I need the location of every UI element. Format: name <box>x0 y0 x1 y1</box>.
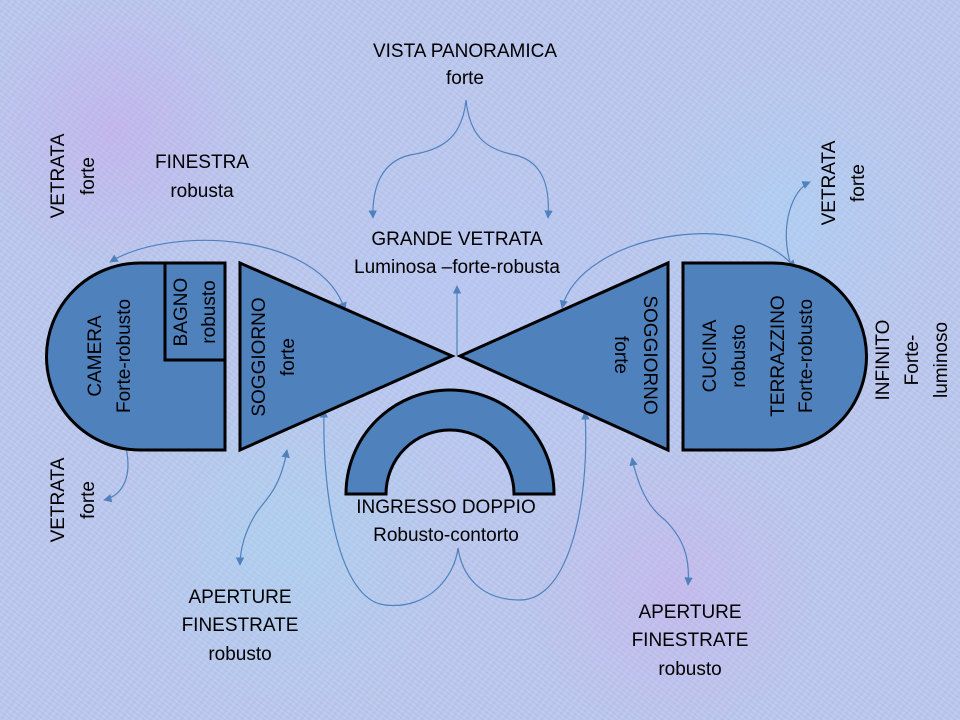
infinito-sub-2: luminoso <box>931 322 952 398</box>
infinito-title: INFINITO <box>873 320 894 401</box>
aperture-right-line-2: FINESTRATE <box>632 630 749 651</box>
connector-vista-right <box>465 99 553 219</box>
connector-vista-left <box>368 99 467 219</box>
terrazzino-title: TERRAZZINO <box>768 295 789 416</box>
aperture-right-line-3: robusto <box>658 659 721 680</box>
connector-vetrata-right-arc <box>559 233 796 309</box>
connector-vetrata-left-down <box>103 447 129 503</box>
vetrata-left-top-title: VETRATA <box>48 133 69 218</box>
aperture-left-line-3: robusto <box>208 644 271 665</box>
vista-panoramica-title: VISTA PANORAMICA <box>373 41 557 62</box>
vetrata-right-title: VETRATA <box>819 140 840 225</box>
cucina-title: CUCINA <box>700 319 721 392</box>
vista-panoramica-sub: forte <box>446 68 484 89</box>
vetrata-left-bottom-title: VETRATA <box>48 457 69 542</box>
aperture-left-line-2: FINESTRATE <box>182 615 299 636</box>
aperture-left-line-1: APERTURE <box>188 587 291 608</box>
connector-vetrata-right-up <box>785 181 811 263</box>
connector-finestra-arc <box>109 239 347 311</box>
ingresso-title: INGRESSO DOPPIO <box>356 497 535 518</box>
bagno-sub: robusto <box>199 280 220 343</box>
soggiorno-right-shape <box>456 260 670 453</box>
camera-sub: Forte-robusto <box>114 299 135 413</box>
left-room-block <box>45 261 227 452</box>
terrazzino-sub: Forte-robusto <box>796 299 817 413</box>
aperture-right-line-1: APERTURE <box>638 602 741 623</box>
finestra-sub: robusta <box>170 181 234 202</box>
grande-vetrata-sub: Luminosa –forte-robusta <box>354 257 560 278</box>
grande-vetrata-title: GRANDE VETRATA <box>371 229 543 250</box>
connector-aperture-left <box>235 449 290 566</box>
finestra-title: FINESTRA <box>155 152 249 173</box>
connector-ingresso-right <box>457 411 590 601</box>
soggiorno-right-title: SOGGIORNO <box>639 295 660 414</box>
connector-aperture-right <box>629 457 693 586</box>
cucina-sub: robusto <box>729 324 750 387</box>
bagno-title: BAGNO <box>171 278 192 347</box>
connector-ingresso-left <box>319 409 459 607</box>
vetrata-right-sub: forte <box>848 164 869 202</box>
soggiorno-right-sub: forte <box>610 336 631 374</box>
soggiorno-left-sub: forte <box>278 338 299 376</box>
right-room-block <box>681 261 868 452</box>
bagno-shape <box>163 261 227 362</box>
infinito-sub-1: Forte- <box>902 335 923 386</box>
vetrata-left-bottom-sub: forte <box>78 481 99 519</box>
camera-title: CAMERA <box>85 315 106 397</box>
vetrata-left-top-sub: forte <box>78 157 99 195</box>
connectors <box>103 99 811 607</box>
ingresso-sub: Robusto-contorto <box>373 525 519 546</box>
soggiorno-left-title: SOGGIORNO <box>249 297 270 416</box>
soggiorno-left-shape <box>238 260 456 453</box>
ingresso-arch <box>344 388 556 496</box>
